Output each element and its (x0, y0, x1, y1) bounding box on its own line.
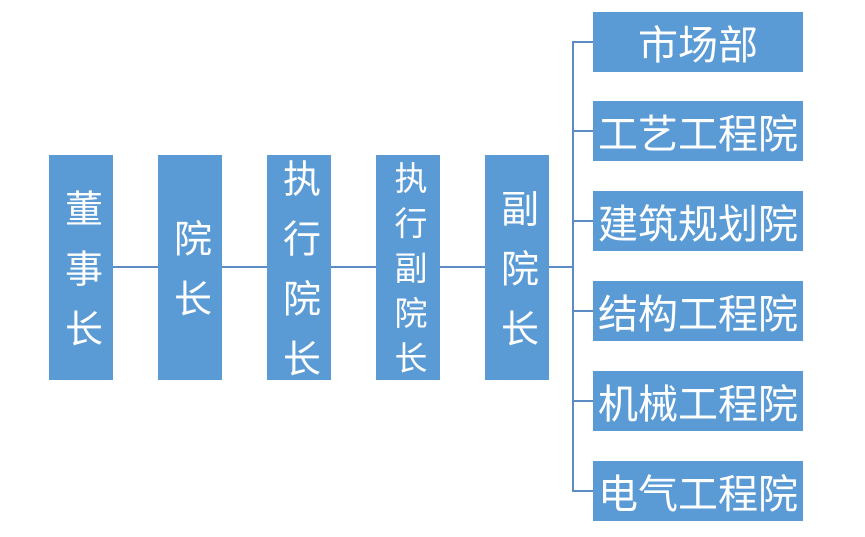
node-executive-dean[interactable]: 执行院长 (267, 155, 331, 399)
connector-chairman-dean (113, 266, 158, 268)
node-executive-vice-dean-label: 执行副院长 (389, 161, 428, 386)
node-dept-mechanical-engineering[interactable]: 机械工程院 (593, 371, 803, 431)
connector-vice-dean-trunk (549, 266, 573, 268)
node-vice-dean-label: 副院长 (494, 188, 539, 369)
branch-stub-structural-engineering (572, 310, 593, 312)
node-dept-marketing[interactable]: 市场部 (593, 12, 803, 72)
branch-stub-mechanical-engineering (572, 400, 593, 402)
branch-stub-electrical-engineering (572, 490, 593, 492)
node-dept-structural-engineering[interactable]: 结构工程院 (593, 281, 803, 341)
node-dept-process-engineering-label: 工艺工程院 (598, 112, 798, 158)
node-dept-mechanical-engineering-label: 机械工程院 (598, 382, 798, 428)
node-dean[interactable]: 院长 (158, 155, 222, 380)
connector-executive-vice-dean-vice-dean (440, 266, 485, 268)
branch-stub-architecture-planning (572, 220, 593, 222)
node-executive-dean-label: 执行院长 (276, 158, 321, 399)
connector-executive-dean-executive-vice-dean (331, 266, 376, 268)
node-chairman[interactable]: 董事长 (49, 155, 113, 380)
node-dept-electrical-engineering[interactable]: 电气工程院 (593, 461, 803, 521)
node-vice-dean[interactable]: 副院长 (485, 155, 549, 380)
branch-trunk-line (572, 42, 574, 492)
node-dept-electrical-engineering-label: 电气工程院 (598, 472, 798, 518)
node-chairman-label: 董事长 (58, 188, 103, 369)
node-dean-label: 院长 (167, 218, 212, 339)
node-executive-vice-dean[interactable]: 执行副院长 (376, 155, 440, 386)
node-dept-architecture-planning[interactable]: 建筑规划院 (593, 191, 803, 251)
node-dept-structural-engineering-label: 结构工程院 (598, 292, 798, 338)
node-dept-architecture-planning-label: 建筑规划院 (598, 202, 798, 248)
connector-dean-executive-dean (222, 266, 267, 268)
node-dept-process-engineering[interactable]: 工艺工程院 (593, 101, 803, 161)
branch-stub-process-engineering (572, 130, 593, 132)
node-dept-marketing-label: 市场部 (638, 23, 758, 69)
branch-stub-marketing (572, 41, 593, 43)
